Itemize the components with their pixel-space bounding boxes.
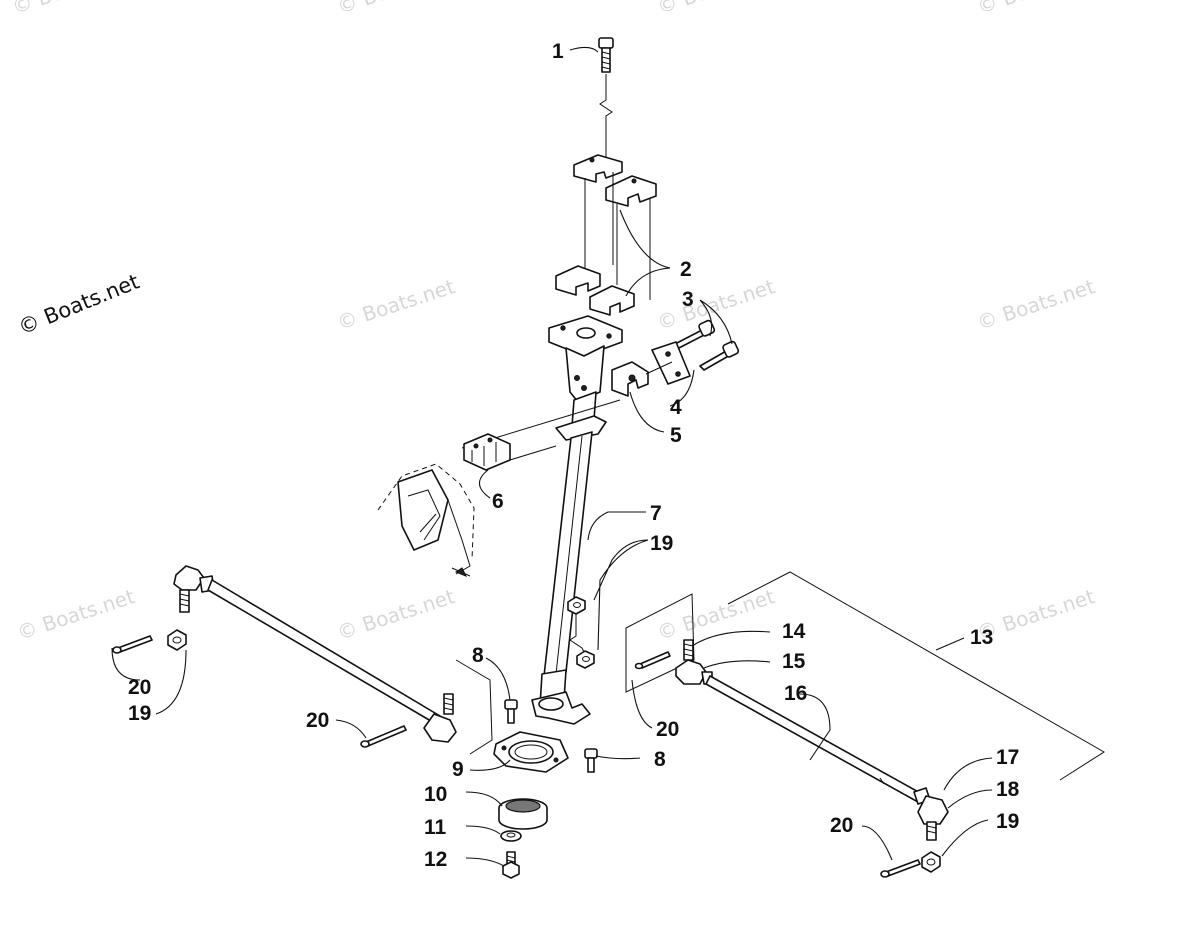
watermark: © Boats.net [334,274,458,335]
cotter-pin-20-left [112,635,153,654]
callout-9: 9 [452,758,464,781]
callout-8: 8 [472,644,484,667]
bolt-12 [502,851,520,879]
bolts-3 [672,319,740,371]
callout-10: 10 [424,783,447,806]
leader-lines [111,46,993,867]
watermark: © Boats.net [654,274,778,335]
callout-13: 13 [970,626,993,649]
callout-16: 16 [784,682,807,705]
callout-20: 20 [128,676,151,699]
flange-9 [493,731,569,773]
callout-20: 20 [306,709,329,732]
callout-11: 11 [424,816,447,839]
cotter-pin-20-right [880,859,921,878]
bolt-axis [645,361,673,375]
nut-19-right [921,851,941,873]
lower-clamp-2 [555,265,635,316]
block-5 [611,361,649,397]
callout-3: 3 [682,288,694,311]
nut-axis [569,614,585,653]
watermark: © Boats.net [334,584,458,645]
bolt-8 [504,699,518,724]
nut-19-left [167,629,187,651]
cotter-pin-20-right-top [634,651,671,670]
callout-19: 19 [996,810,1019,833]
watermark: © Boats.net [14,584,138,645]
bolt-1-axis [599,74,613,165]
washer-11 [500,830,522,842]
callout-19: 19 [128,702,151,725]
callout-8: 8 [654,748,666,771]
watermark: © Boats.net [974,274,1098,335]
callout-5: 5 [670,424,682,447]
bolt-1 [598,37,614,73]
callout-labels: 1 2 3 4 5 6 7 19 8 8 9 10 11 12 13 14 15… [128,40,1020,871]
nut-19 [567,596,586,615]
callout-20: 20 [656,718,679,741]
tie-rod-left [173,565,457,743]
callout-18: 18 [996,778,1020,801]
callout-6: 6 [492,490,504,513]
tie-rod-right [675,639,949,841]
plane-outline [625,593,695,693]
block-6 [463,433,511,471]
callout-7: 7 [650,502,662,525]
watermark: © Boats.net [974,0,1098,19]
watermark-dark: © Boats.net [15,269,143,339]
callout-15: 15 [782,650,806,673]
clamp-bolt-axes [584,172,651,300]
flange-outline [455,659,493,755]
watermark: © Boats.net [334,0,458,19]
callout-2: 2 [680,258,692,281]
frame-bracket [377,463,475,577]
callout-1: 1 [552,40,564,63]
bearing-10 [498,798,548,830]
upper-clamp-2 [573,154,657,207]
watermark: © Boats.net [654,0,778,19]
watermark: © Boats.net [9,0,133,19]
callout-14: 14 [782,620,806,643]
callout-17: 17 [996,746,1019,769]
callout-19: 19 [650,532,673,555]
callout-12: 12 [424,848,447,871]
bolt-8 [584,748,598,773]
cotter-pin-20-mid [360,725,407,748]
watermarks: © Boats.net © Boats.net © Boats.net © Bo… [9,0,1098,645]
assembly-13-bracket [727,571,1105,781]
callout-4: 4 [670,396,682,419]
steering-post-7 [531,315,623,725]
nut-19 [576,650,595,669]
callout-20: 20 [830,814,853,837]
